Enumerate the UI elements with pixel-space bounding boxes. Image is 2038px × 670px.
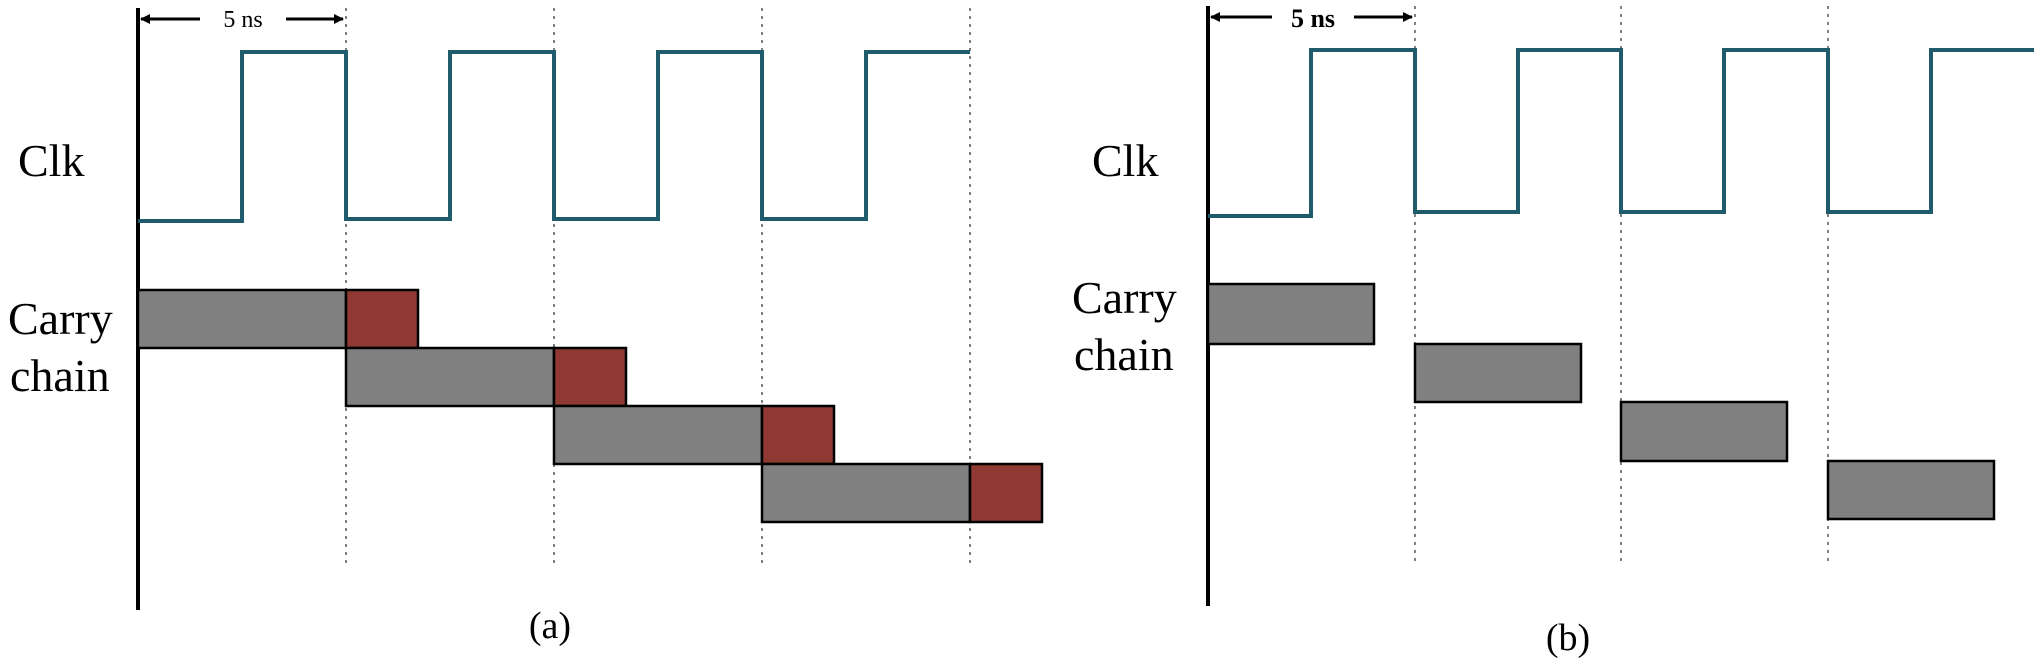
panel-b: 5 ns Clk Carry chain (b)	[1072, 2, 2034, 659]
panel-a-period-label-bg	[200, 4, 286, 34]
panel-a-clock-waveform	[138, 50, 970, 223]
carry-block	[760, 462, 972, 524]
panel-b-caption: (b)	[1546, 617, 1590, 659]
panel-b-clk-label: Clk	[1092, 135, 1158, 186]
overhead-block	[968, 462, 1044, 524]
overhead-block	[552, 346, 628, 408]
panel-b-period-label-bg	[1272, 2, 1354, 32]
carry-block	[1619, 400, 1789, 463]
panel-a-caption: (a)	[529, 605, 571, 647]
panel-a-clk-label: Clk	[18, 135, 84, 186]
panel-a: 5 ns Clk Carry chain (a)	[8, 4, 1044, 647]
panel-b-period-label: 5 ns	[1291, 4, 1335, 33]
panel-b-carry-label-line2: chain	[1074, 329, 1174, 380]
panel-b-clock-waveform	[1208, 48, 2034, 218]
panel-b-carry-label-line1: Carry	[1072, 272, 1177, 323]
panel-a-carry-label-line2: chain	[10, 350, 110, 401]
carry-block	[1826, 459, 1996, 521]
panel-a-period-label: 5 ns	[223, 7, 262, 33]
carry-block	[552, 404, 764, 466]
carry-block	[1413, 342, 1583, 404]
carry-block	[1206, 282, 1376, 346]
overhead-block	[760, 404, 836, 466]
carry-block	[344, 346, 556, 408]
panel-a-carry-label-line1: Carry	[8, 293, 113, 344]
overhead-block	[344, 288, 420, 350]
panel-b-carry-chain	[1206, 282, 1996, 521]
panel-a-carry-chain	[136, 288, 1044, 524]
carry-block	[136, 288, 348, 350]
